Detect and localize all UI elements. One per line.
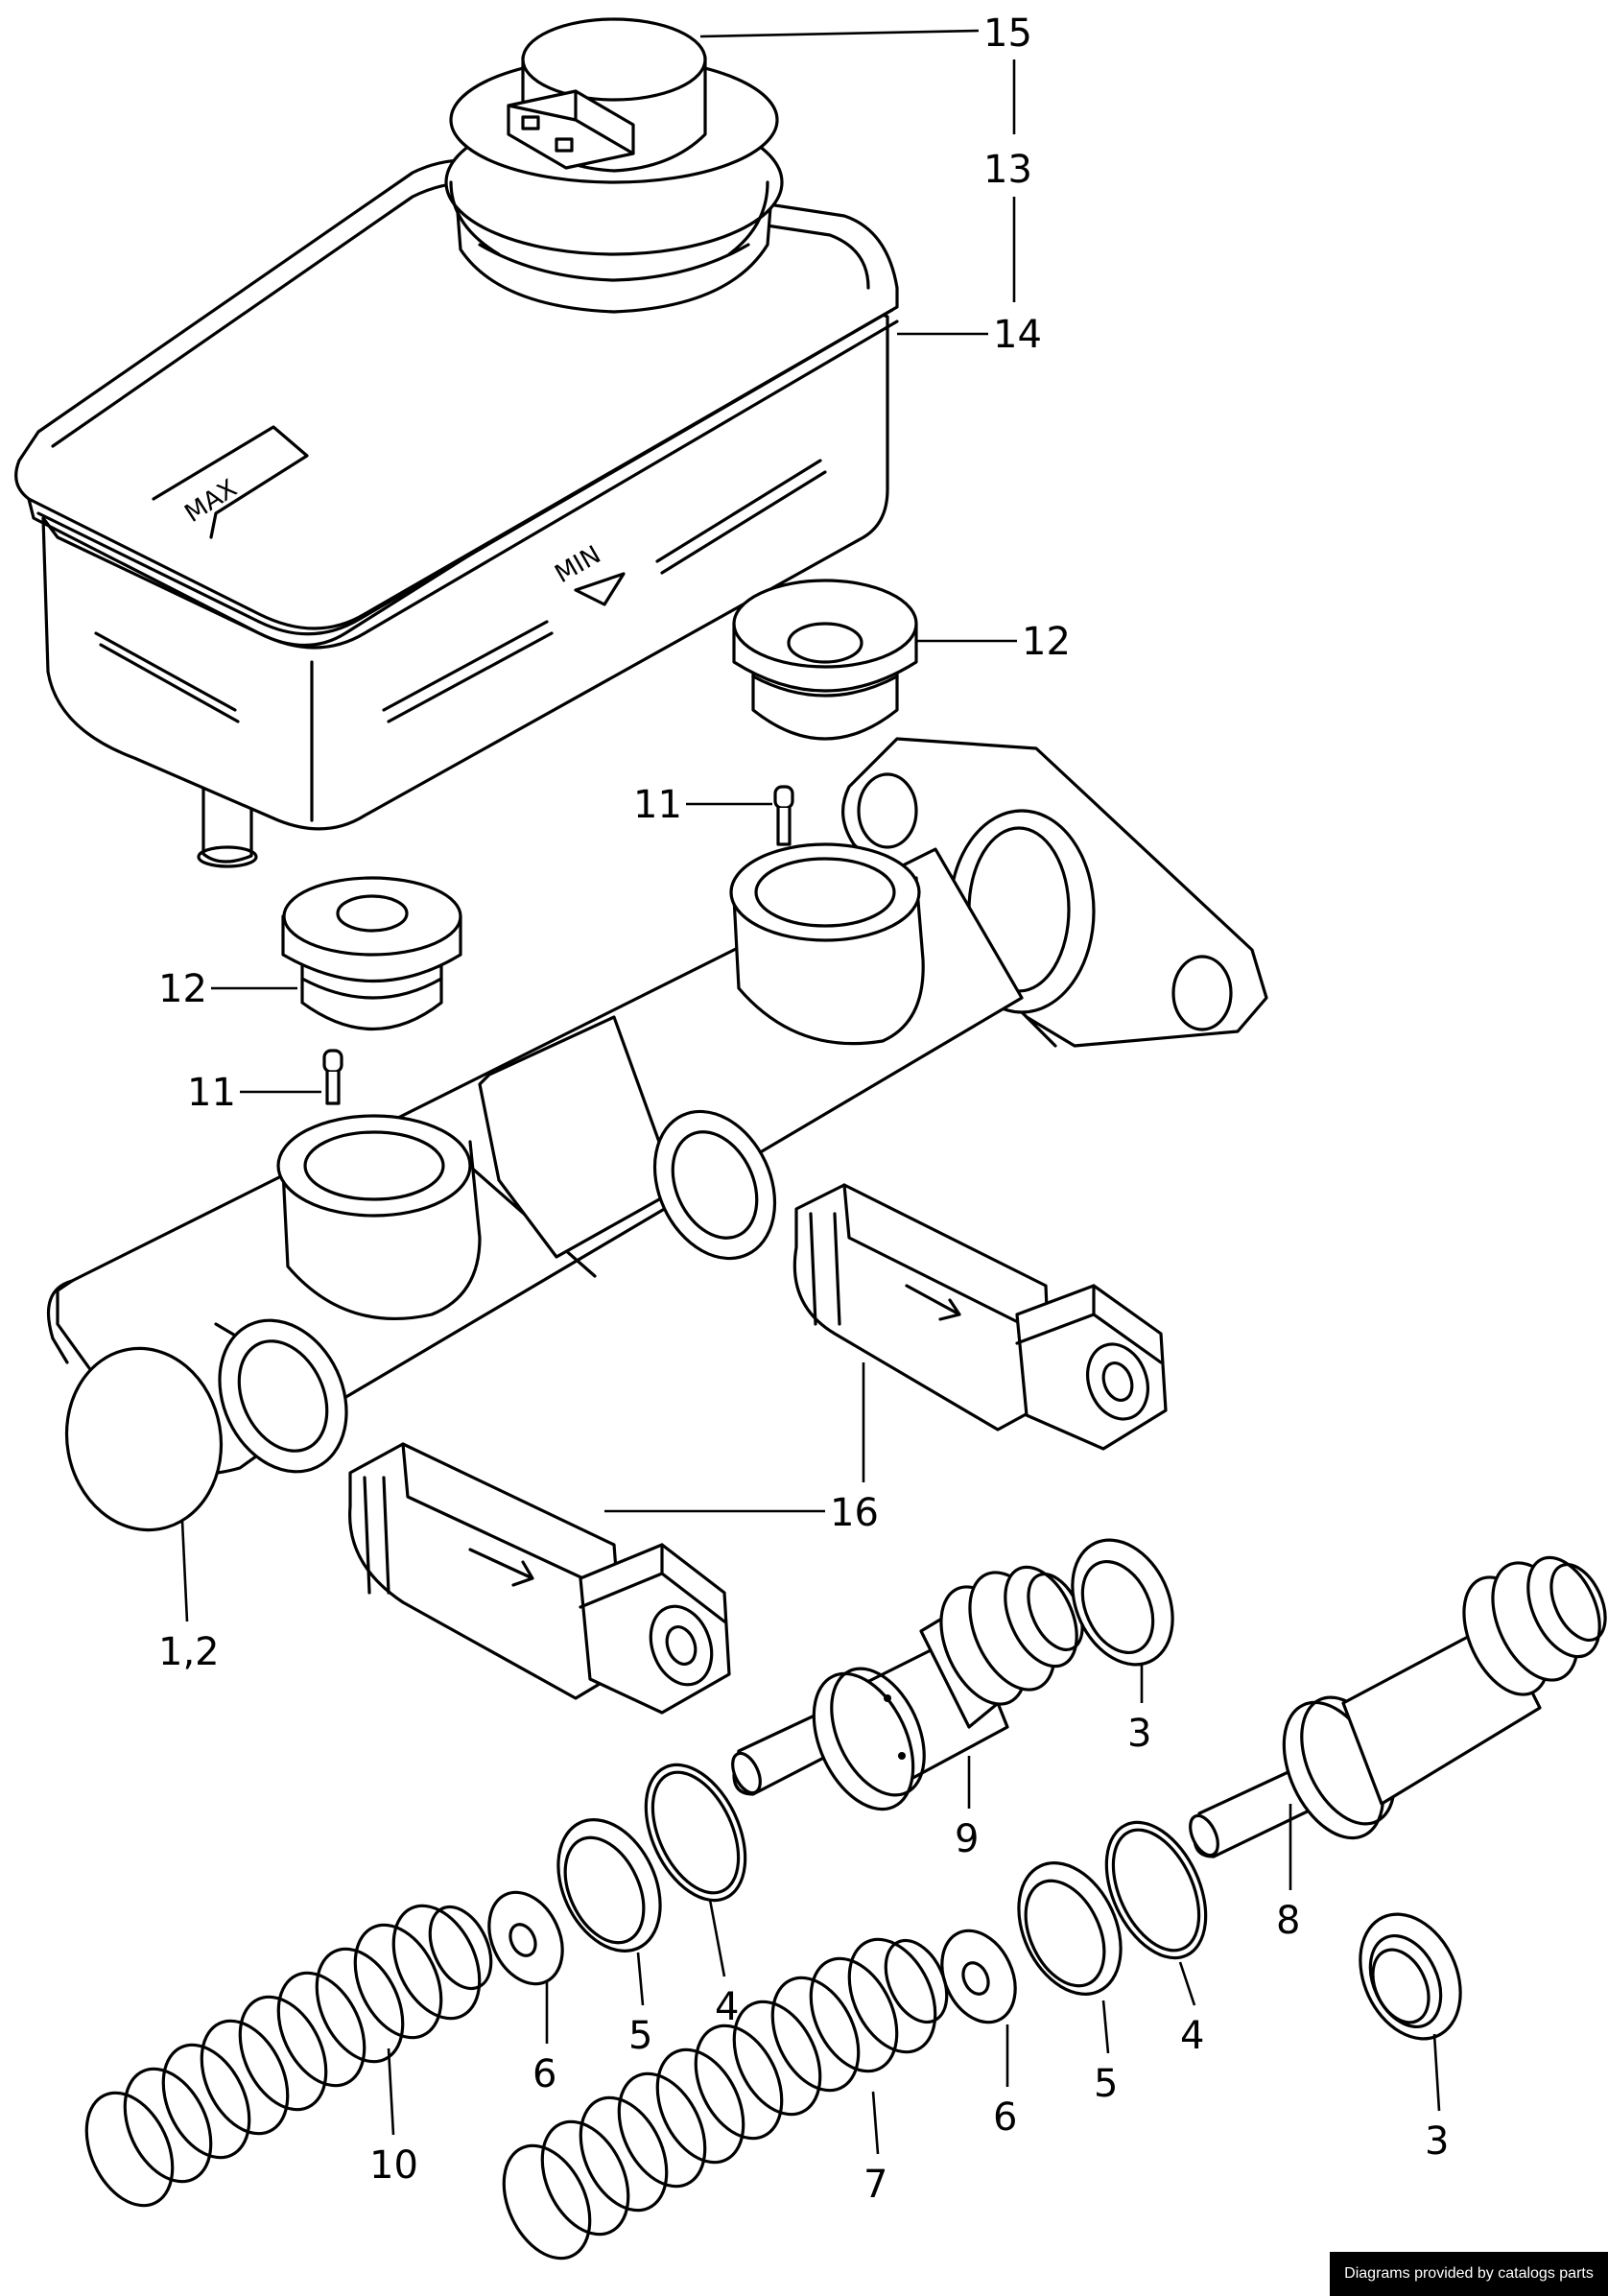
callout-7: 7 — [863, 2163, 887, 2207]
reservoir-cap — [444, 17, 784, 314]
callout-4-lower: 4 — [1180, 2014, 1204, 2058]
callout-8: 8 — [1276, 1899, 1300, 1943]
callout-11-upper: 11 — [633, 783, 682, 827]
washer-6-lower — [940, 1929, 1017, 2024]
cup-5-upper — [556, 1818, 662, 1953]
callout-6-lower: 6 — [993, 2095, 1017, 2140]
leader-lines — [180, 29, 1441, 2155]
callout-6-upper: 6 — [532, 2052, 556, 2096]
retaining-pin-upper — [773, 785, 794, 846]
credit-banner: Diagrams provided by catalogs parts — [1330, 2252, 1608, 2296]
piston-9 — [731, 1565, 1084, 1811]
brake-fluid-reservoir: MAX MIN — [14, 158, 899, 868]
callout-9: 9 — [955, 1817, 979, 1861]
callout-10: 10 — [369, 2143, 418, 2188]
pressure-valve-upper — [792, 1183, 1168, 1451]
washer-6-upper — [487, 1890, 564, 1986]
grommet-upper — [732, 579, 918, 741]
spring-10 — [84, 1904, 493, 2208]
callout-12-lower: 12 — [158, 967, 207, 1011]
callout-5-upper: 5 — [628, 2014, 652, 2058]
ring-4-lower — [1104, 1820, 1208, 1960]
callout-13: 13 — [983, 148, 1032, 192]
callouts: 15 13 14 12 11 12 11 16 1,2 3 9 4 5 6 10… — [158, 12, 1449, 2207]
callout-1-2: 1,2 — [158, 1630, 220, 1674]
ring-4-upper — [644, 1763, 747, 1903]
callout-14: 14 — [993, 313, 1042, 357]
cup-seal-3-lower — [1359, 1912, 1462, 2041]
grommet-lower — [281, 876, 462, 1031]
callout-3-lower: 3 — [1425, 2119, 1449, 2164]
callout-3-upper: 3 — [1127, 1712, 1151, 1756]
callout-5-lower: 5 — [1094, 2062, 1118, 2106]
cup-seal-3-upper — [1071, 1538, 1174, 1667]
piston-8 — [1189, 1555, 1607, 1858]
pressure-valve-lower — [348, 1442, 731, 1715]
callout-4-upper: 4 — [715, 1985, 739, 2029]
callout-12-upper: 12 — [1022, 620, 1071, 664]
master-cylinder-body — [46, 737, 1268, 1532]
callout-16: 16 — [830, 1491, 879, 1535]
callout-11-lower: 11 — [187, 1071, 236, 1115]
callout-15: 15 — [983, 12, 1032, 56]
retaining-pin-lower — [322, 1049, 343, 1105]
spring-7 — [502, 1937, 949, 2260]
cup-5-lower — [1017, 1861, 1123, 1996]
